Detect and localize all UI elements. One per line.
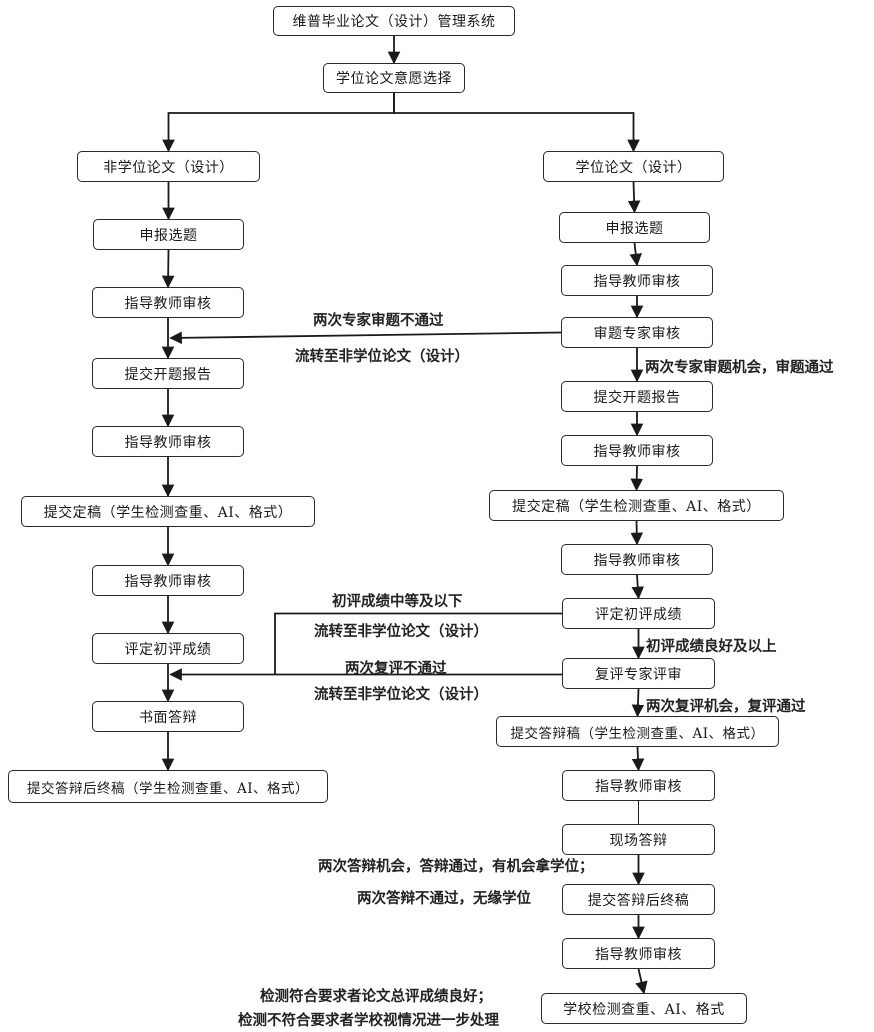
connector-r5-to-r6 [630,465,644,492]
node-left-topic-application: 申报选题 [93,219,244,250]
connector-r1-to-r2 [629,242,642,267]
node-right-advisor-review-1: 指导教师审核 [561,265,713,296]
node-right-advisor-review-3: 指导教师审核 [561,544,713,575]
edge-label-review-fail: 两次复评不通过 [345,661,447,677]
edge-label-initial-good: 初评成绩良好及以上 [646,639,777,655]
edge-label-review-fail-transfer: 流转至非学位论文（设计） [314,687,488,703]
node-right-topic-application: 申报选题 [559,212,710,243]
node-system-title: 维普毕业论文（设计）管理系统 [273,6,515,36]
connector-l1-to-l2 [161,249,175,289]
node-right-initial-grading: 评定初评成绩 [562,598,715,629]
node-left-initial-grading: 评定初评成绩 [92,633,244,664]
connector-r10-to-r11 [631,746,645,772]
edge-label-expert-pass: 两次专家审题机会，审题通过 [645,360,834,376]
node-right-post-defense-final: 提交答辩后终稿 [562,884,715,915]
connector-r9-to-r10 [631,688,645,718]
node-right-final-draft-submit: 提交定稿（学生检测查重、AI、格式） [489,490,784,521]
edge-label-defense-pass: 两次答辩机会，答辩通过，有机会拿学位； [318,859,594,875]
node-left-written-defense: 书面答辩 [92,701,244,732]
connector-r7-to-r8 [631,574,645,600]
connector-r3-to-l2-l3 [169,331,562,345]
node-left-advisor-review-2: 指导教师审核 [92,426,244,457]
node-right-advisor-review-4: 指导教师审核 [562,770,715,801]
edge-label-defense-fail: 两次答辩不通过，无缘学位 [357,891,531,907]
connector-d-to-r1 [627,181,641,214]
node-right-oral-defense: 现场答辩 [562,824,715,855]
node-left-post-defense-final: 提交答辩后终稿（学生检测查重、AI、格式） [8,770,328,803]
node-left-advisor-review-3: 指导教师审核 [92,565,244,596]
edge-label-initial-low-transfer: 流转至非学位论文（设计） [314,624,488,640]
edge-label-expert-fail: 两次专家审题不通过 [313,313,444,329]
edge-label-check-pass: 检测符合要求者论文总评成绩良好； [260,989,492,1005]
connector-r14-to-r15 [635,968,648,995]
node-right-defense-draft-submit: 提交答辩稿（学生检测查重、AI、格式） [496,716,779,747]
node-right-advisor-review-5: 指导教师审核 [562,938,715,969]
node-right-expert-topic-review: 审题专家审核 [561,317,713,348]
edge-label-review-pass: 两次复评机会，复评通过 [646,699,806,715]
node-right-proposal-submit: 提交开题报告 [561,381,713,412]
node-right-expert-re-review: 复评专家评审 [562,658,715,689]
connector-r6-to-r7 [630,520,644,546]
node-degree-thesis: 学位论文（设计） [543,151,724,182]
node-left-final-draft-submit: 提交定稿（学生检测查重、AI、格式） [21,496,315,527]
node-right-school-check: 学校检测查重、AI、格式 [541,993,747,1024]
connector-choice-to-d [393,93,640,153]
connector-choice-to-nd [162,93,395,153]
node-left-advisor-review-1: 指导教师审核 [92,287,244,318]
edge-label-expert-fail-transfer: 流转至非学位论文（设计） [295,349,469,365]
node-right-advisor-review-2: 指导教师审核 [561,435,713,466]
edge-label-check-fail: 检测不符合要求者学校视情况进一步处理 [238,1013,499,1029]
edge-label-initial-low: 初评成绩中等及以下 [332,594,463,610]
node-degree-choice: 学位论文意愿选择 [323,63,465,93]
node-left-proposal-submit: 提交开题报告 [92,358,244,389]
node-non-degree-thesis: 非学位论文（设计） [77,151,260,182]
